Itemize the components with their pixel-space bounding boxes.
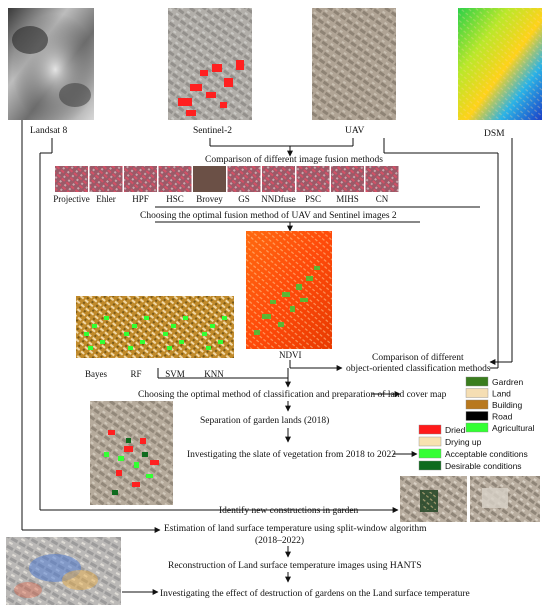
classifier-label-knn: KNN [204,369,224,379]
classifier-vegetation-rf [124,316,149,350]
sentinel-2-label: Sentinel-2 [193,126,232,136]
step-lst-estimation-line2: (2018–2022) [255,535,304,546]
uav-label: UAV [345,126,364,136]
step-investigate-vegetation: Investigating the slate of vegetation fr… [187,449,396,460]
fusion-thumb-hsc [158,166,192,192]
classifier-label-svm: SVM [165,369,185,379]
step-compare-classification-line1: Comparison of different [372,352,464,363]
fusion-thumb-nndfuse [262,166,295,192]
fusion-thumb-hpf [124,166,157,192]
construction-image-1 [400,476,467,522]
fusion-label-mihs: MIHS [336,194,359,204]
dsm-label: DSM [484,129,505,139]
fusion-label-psc: PSC [305,194,321,204]
legend-label-building: Building [492,400,523,410]
fusion-thumb-gs [227,166,261,192]
classifier-label-bayes: Bayes [85,369,107,379]
classifier-row: Bayes RF SVM KNN [76,296,234,379]
top-connectors [21,120,513,533]
legend-label-land: Land [492,389,511,399]
fusion-thumb-psc [296,166,330,192]
lst-map-image [6,537,121,605]
step-separation: Separation of garden lands (2018) [200,415,329,426]
step-compare-fusion: Comparison of different image fusion met… [205,154,383,165]
step-compare-classification-line2: object-oriented classification methods [346,363,491,374]
landsat-8-image [8,8,94,120]
fusion-label-hsc: HSC [166,194,184,204]
legend-swatch-gardren [465,376,489,387]
classification-connectors [157,360,498,388]
garden-map-image [90,401,173,505]
veg-label-dried: Dried [445,425,466,435]
fusion-label-nndfuse: NNDfuse [261,194,296,204]
veg-label-drying-up: Drying up [445,437,482,447]
legend-swatch-land [465,388,489,398]
legend-swatch-road [465,411,489,421]
landsat-8-label: Landsat 8 [30,126,67,136]
fusion-label-gs: GS [238,194,250,204]
fusion-label-projective: Projective [53,194,90,204]
ndvi-label: NDVI [279,350,302,360]
fusion-label-brovey: Brovey [196,194,223,204]
fusion-thumb-brovey [193,166,226,192]
veg-swatch-acceptable-conditions [418,448,442,459]
fusion-thumb-projective [55,166,88,192]
legend-swatch-building [465,399,489,410]
classifier-vegetation-svm [163,316,188,350]
legend-label-gardren: Gardren [492,377,523,387]
veg-label-acceptable-conditions: Acceptable conditions [445,449,528,459]
veg-swatch-desirable-conditions [418,460,442,471]
step-choose-fusion: Choosing the optimal fusion method of UA… [140,210,397,221]
uav-image [312,8,396,120]
classifier-label-rf: RF [130,369,141,379]
legend-label-road: Road [492,412,513,422]
classifier-vegetation-bayes [84,316,109,350]
fusion-label-ehler: Ehler [96,194,116,204]
ndvi-image [246,231,332,349]
fusion-label-hpf: HPF [132,194,149,204]
fusion-label-cn: CN [376,194,389,204]
veg-swatch-drying-up [418,436,442,447]
construction-image-2 [470,476,540,522]
veg-label-desirable-conditions: Desirable conditions [445,461,522,471]
classifier-vegetation-knn [202,316,227,350]
legend-swatch-agricultural [465,422,489,433]
fusion-methods-row: Projective Ehler HPF HSC Brovey GS NNDfuse PSC M… [53,166,399,204]
legend-label-agricultural: Agricultural [492,423,535,433]
step-lst-estimation-line1: Estimation of land surface temperature u… [164,523,427,534]
fusion-thumb-mihs [331,166,364,192]
sentinel-2-image [168,8,252,120]
fusion-thumb-cn [365,166,399,192]
step-reconstruction: Reconstruction of Land surface temperatu… [168,560,422,571]
veg-swatch-dried [418,424,442,435]
step-identify-constructions: Identify new constructions in garden [219,505,359,516]
step-choose-classification: Choosing the optimal method of classific… [138,389,447,400]
dsm-image [458,8,542,120]
fusion-thumb-ehler [89,166,123,192]
step-effect: Investigating the effect of destruction … [160,588,470,599]
